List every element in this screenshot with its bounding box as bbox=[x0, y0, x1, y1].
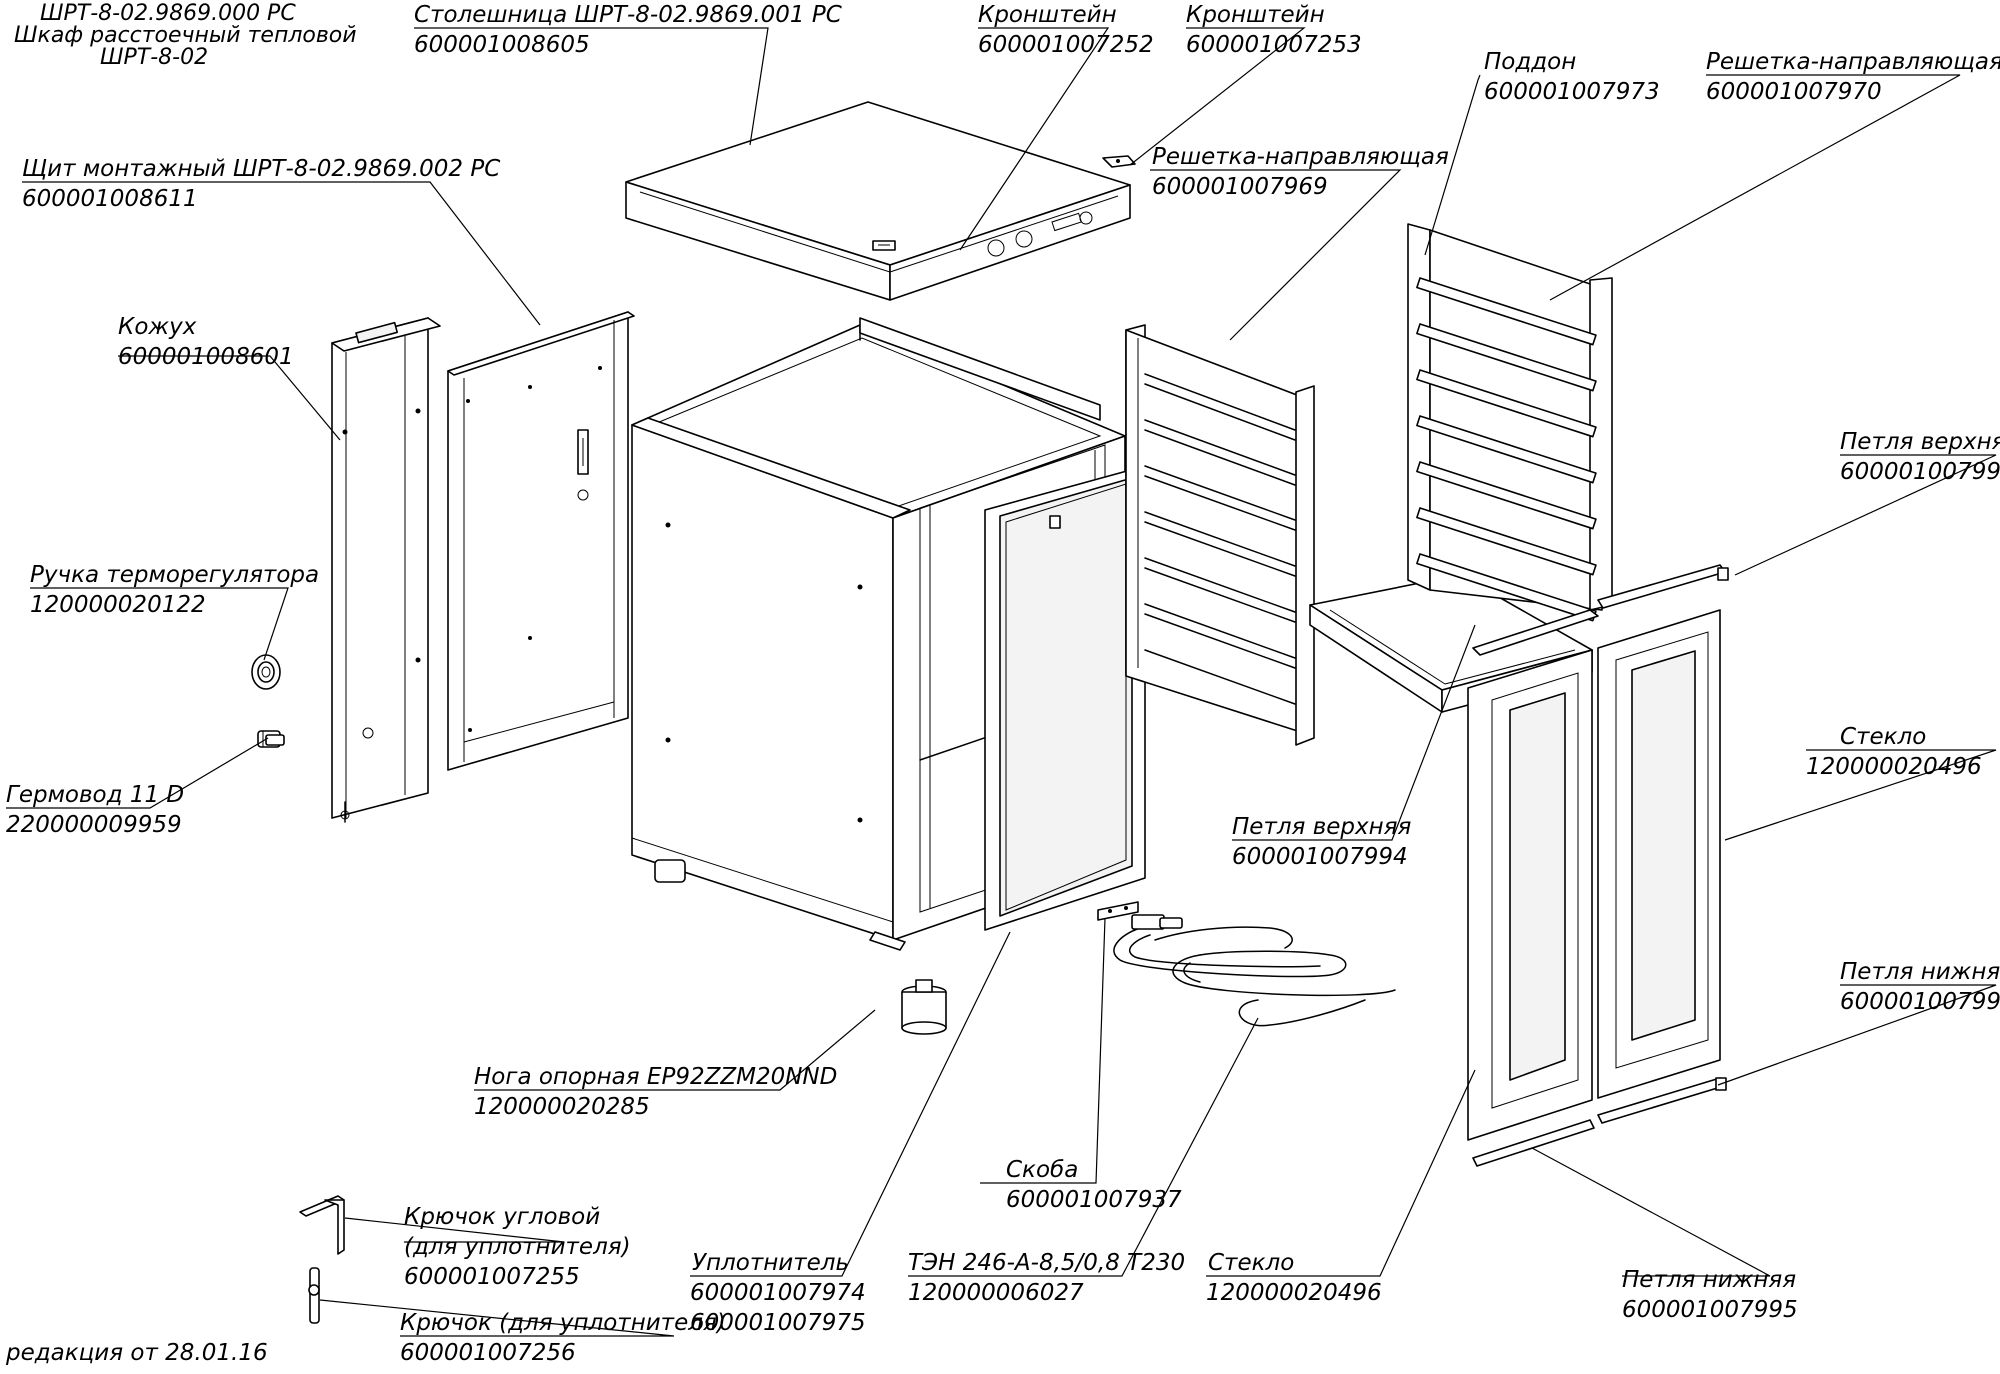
callout-countertop: Столешница ШРТ-8-02.9869.001 РС 60000100… bbox=[414, 2, 842, 58]
glass-right-part bbox=[1597, 609, 1721, 1099]
callout-code: 120000020496 bbox=[1206, 1280, 1382, 1306]
callout-code: 120000006027 bbox=[908, 1280, 1084, 1306]
callout-thermostat-knob: Ручка терморегулятора 120000020122 bbox=[30, 562, 319, 618]
support-foot-part bbox=[901, 979, 947, 1035]
glass-left-part bbox=[1467, 649, 1593, 1141]
title-line-3: ШРТ-8-02 bbox=[100, 45, 208, 70]
callout-code: 600001007969 bbox=[1152, 174, 1328, 200]
thermostat-knob-part bbox=[251, 654, 281, 690]
bracket-part bbox=[1102, 155, 1136, 168]
callout-code: 600001007255 bbox=[404, 1264, 580, 1290]
callout-code: 600001008605 bbox=[414, 32, 590, 58]
callout-name: Петля верхняя bbox=[1232, 814, 1411, 840]
title-line-1: ШРТ-8-02.9869.000 РС bbox=[40, 1, 296, 26]
callout-name: Петля нижняя bbox=[1622, 1267, 1796, 1293]
callout-code: 600001007995 bbox=[1622, 1297, 1798, 1323]
callout-name: Кожух bbox=[118, 314, 197, 340]
callout-code: 600001007937 bbox=[1006, 1187, 1182, 1213]
callout-heater: ТЭН 246-А-8,5/0,8 Т230 120000006027 bbox=[908, 1250, 1185, 1306]
guide-rack-right-part bbox=[1407, 223, 1613, 622]
countertop-part bbox=[625, 101, 1131, 301]
title-line-2: Шкаф расстоечный тепловой bbox=[14, 23, 357, 48]
callout-name: Уплотнитель bbox=[692, 1250, 849, 1276]
callout-code: 120000020496 bbox=[1806, 754, 1982, 780]
callout-code: 600001007993 bbox=[1840, 459, 2000, 485]
callout-name: Нога опорная EP92ZZM20NND bbox=[474, 1064, 837, 1090]
callout-code: 120000020122 bbox=[30, 592, 206, 618]
callout-code: 600001007996 bbox=[1840, 989, 2000, 1015]
callout-name: Кронштейн bbox=[978, 2, 1117, 28]
callout-name: Кронштейн bbox=[1186, 2, 1325, 28]
callout-clip: Скоба 600001007937 bbox=[1006, 1157, 1182, 1213]
callout-bracket-1: Кронштейн 600001007252 bbox=[978, 2, 1154, 58]
callout-bracket-2: Кронштейн 600001007253 bbox=[1186, 2, 1362, 58]
cable-gland-part bbox=[257, 730, 285, 748]
callout-name: Крючок (для уплотнителя) bbox=[400, 1310, 726, 1336]
callout-code: 600001007256 bbox=[400, 1340, 576, 1366]
callout-glass-right: Стекло 120000020496 bbox=[1806, 724, 1982, 780]
callout-upper-hinge-right: Петля верхняя 600001007993 bbox=[1840, 429, 2000, 485]
callout-name: Щит монтажный ШРТ-8-02.9869.002 РС bbox=[22, 156, 500, 182]
callout-casing: Кожух 600001008601 bbox=[118, 314, 294, 370]
callout-name: Гермовод 11 D bbox=[6, 782, 184, 808]
callout-code: 600001008601 bbox=[118, 344, 294, 370]
callout-upper-hinge-left: Петля верхняя 600001007994 bbox=[1232, 814, 1411, 870]
callout-seal: Уплотнитель 600001007974 600001007975 bbox=[690, 1250, 866, 1336]
callout-guide-rack-right: Решетка-направляющая 600001007970 bbox=[1706, 49, 2000, 105]
callout-labels: Столешница ШРТ-8-02.9869.001 РС 60000100… bbox=[6, 2, 2000, 1366]
callout-cable-gland: Гермовод 11 D 220000009959 bbox=[6, 782, 184, 838]
clip-part bbox=[1097, 901, 1139, 921]
callout-name: Петля нижняя bbox=[1840, 959, 2000, 985]
callout-name: Петля верхняя bbox=[1840, 429, 2000, 455]
callout-seal-hook: Крючок (для уплотнителя) 600001007256 bbox=[400, 1310, 726, 1366]
callout-tray: Поддон 600001007973 bbox=[1484, 49, 1660, 105]
callout-code: 600001007973 bbox=[1484, 79, 1660, 105]
callout-code: 600001007974 bbox=[690, 1280, 866, 1306]
callout-name: Ручка терморегулятора bbox=[30, 562, 319, 588]
callout-mounting-panel: Щит монтажный ШРТ-8-02.9869.002 РС 60000… bbox=[22, 156, 500, 212]
guide-rack-left-part bbox=[1125, 324, 1315, 746]
callout-name: ТЭН 246-А-8,5/0,8 Т230 bbox=[908, 1250, 1185, 1276]
callout-name: Стекло bbox=[1840, 724, 1926, 750]
seal-hook-part bbox=[308, 1267, 320, 1324]
revision-note: редакция от 28.01.16 bbox=[5, 1340, 268, 1366]
callout-code: 120000020285 bbox=[474, 1094, 650, 1120]
callout-code: 600001008611 bbox=[22, 186, 198, 212]
callout-guide-rack-left: Решетка-направляющая 600001007969 bbox=[1152, 144, 1449, 200]
casing-part bbox=[331, 317, 441, 823]
callout-name: Решетка-направляющая bbox=[1706, 49, 2000, 75]
seal-frame-part bbox=[984, 465, 1146, 931]
callout-name: Скоба bbox=[1006, 1157, 1078, 1183]
lower-hinge-parts bbox=[1472, 1077, 1727, 1167]
callout-name: Стекло bbox=[1208, 1250, 1294, 1276]
callout-code: 600001007994 bbox=[1232, 844, 1408, 870]
callout-corner-hook: Крючок угловой (для уплотнителя) 6000010… bbox=[404, 1204, 631, 1290]
mounting-panel-part bbox=[447, 311, 635, 771]
upper-hinge-parts bbox=[1472, 564, 1729, 656]
callout-code: 600001007970 bbox=[1706, 79, 1882, 105]
callout-support-foot: Нога опорная EP92ZZM20NND 120000020285 bbox=[474, 1064, 837, 1120]
heater-part bbox=[1113, 914, 1396, 1027]
corner-hook-part bbox=[299, 1195, 345, 1255]
callout-name: Столешница ШРТ-8-02.9869.001 РС bbox=[414, 2, 842, 28]
callout-code: 600001007253 bbox=[1186, 32, 1362, 58]
callout-lower-hinge-right: Петля нижняя 600001007996 bbox=[1840, 959, 2000, 1015]
callout-code-2: 600001007975 bbox=[690, 1310, 866, 1336]
callout-name: Крючок угловой bbox=[404, 1204, 600, 1230]
title-block: ШРТ-8-02.9869.000 РС Шкаф расстоечный те… bbox=[14, 1, 357, 70]
callout-name-line2: (для уплотнителя) bbox=[404, 1234, 631, 1260]
callout-code: 600001007252 bbox=[978, 32, 1154, 58]
callout-glass-left: Стекло 120000020496 bbox=[1206, 1250, 1382, 1306]
callout-lower-hinge-left: Петля нижняя 600001007995 bbox=[1622, 1267, 1798, 1323]
callout-name: Решетка-направляющая bbox=[1152, 144, 1449, 170]
callout-code: 220000009959 bbox=[6, 812, 182, 838]
callout-name: Поддон bbox=[1484, 49, 1576, 75]
leader-lines bbox=[6, 27, 1997, 1337]
